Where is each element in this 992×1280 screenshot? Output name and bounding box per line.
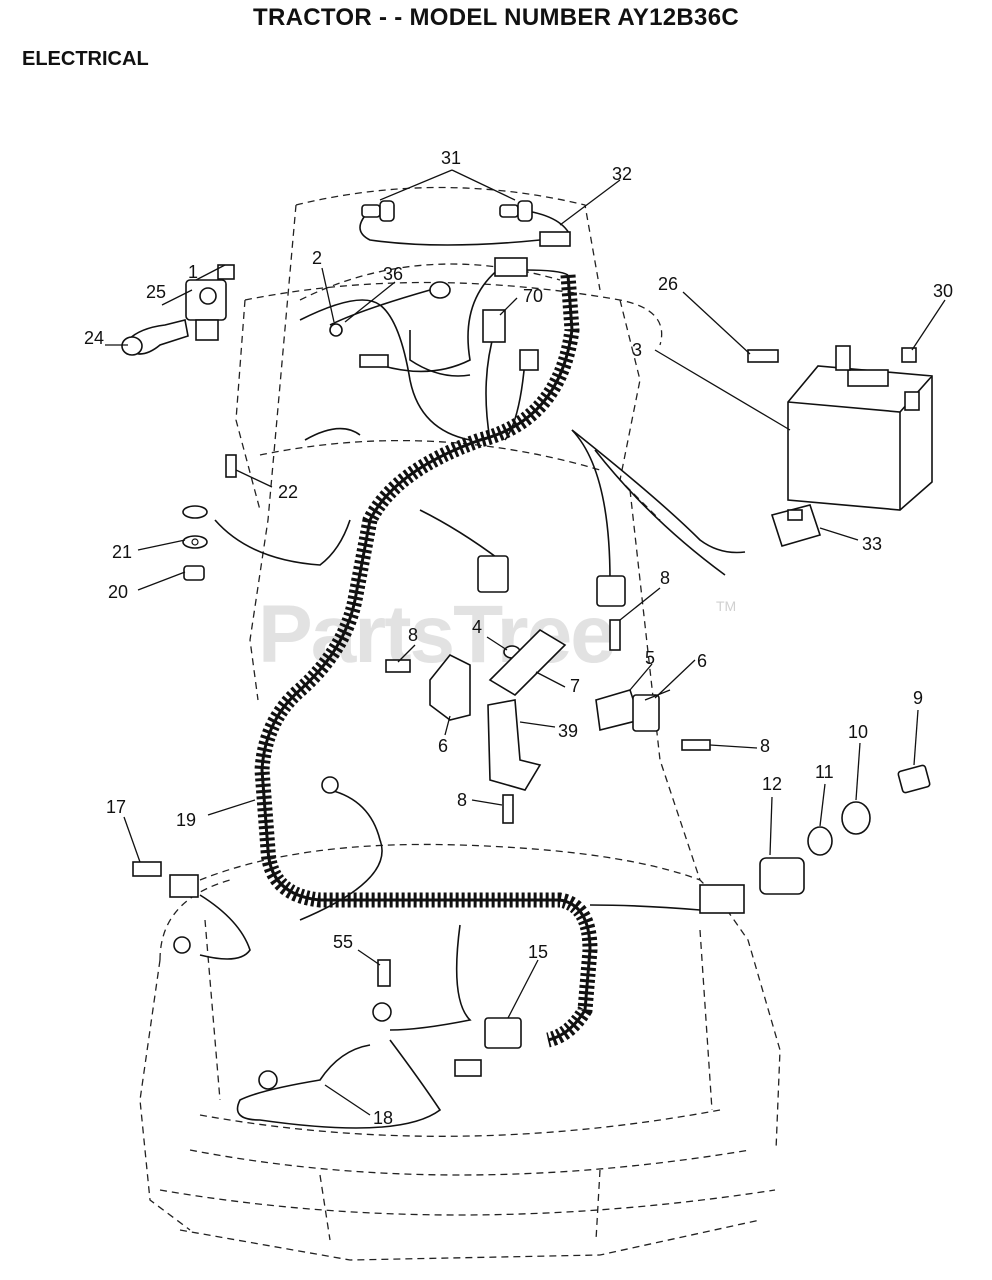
callout-26: 26: [658, 274, 678, 294]
callout-6-left: 6: [438, 736, 448, 756]
callout-32: 32: [612, 164, 632, 184]
callout-6-right: 6: [697, 651, 707, 671]
tractor-outline: [139, 186, 781, 1261]
callout-1: 1: [188, 262, 198, 282]
callout-25: 25: [146, 282, 166, 302]
callout-31: 31: [441, 148, 461, 168]
callout-70: 70: [523, 286, 543, 306]
coiled-harness: [254, 274, 598, 1048]
callout-19: 19: [176, 810, 196, 830]
callout-labels: 31 32 2 36 70 1 25 24 26 30 3 22 21 20 3…: [84, 148, 953, 1128]
leader-lines: [105, 169, 946, 1116]
callout-5: 5: [645, 648, 655, 668]
callout-36: 36: [383, 264, 403, 284]
callout-15: 15: [528, 942, 548, 962]
callout-2: 2: [312, 248, 322, 268]
callout-20: 20: [108, 582, 128, 602]
parts: [121, 200, 933, 1090]
callout-10: 10: [848, 722, 868, 742]
callout-39: 39: [558, 721, 578, 741]
watermark-trademark: TM: [716, 598, 737, 614]
callout-33: 33: [862, 534, 882, 554]
callout-17: 17: [106, 797, 126, 817]
wiring: [199, 209, 746, 1129]
callout-8-top: 8: [660, 568, 670, 588]
callout-7: 7: [570, 676, 580, 696]
section-label: ELECTRICAL: [22, 48, 149, 70]
callout-30: 30: [933, 281, 953, 301]
callout-3: 3: [632, 340, 642, 360]
callout-22: 22: [278, 482, 298, 502]
page-title: TRACTOR - - MODEL NUMBER AY12B36C: [253, 4, 739, 31]
callout-12: 12: [762, 774, 782, 794]
callout-21: 21: [112, 542, 132, 562]
callout-8-right: 8: [760, 736, 770, 756]
callout-18: 18: [373, 1108, 393, 1128]
callout-8-bottom: 8: [457, 790, 467, 810]
callout-24: 24: [84, 328, 104, 348]
callout-4: 4: [472, 617, 482, 637]
callout-55: 55: [333, 932, 353, 952]
callout-9: 9: [913, 688, 923, 708]
callout-11: 11: [815, 762, 834, 782]
callout-8-left: 8: [408, 625, 418, 645]
